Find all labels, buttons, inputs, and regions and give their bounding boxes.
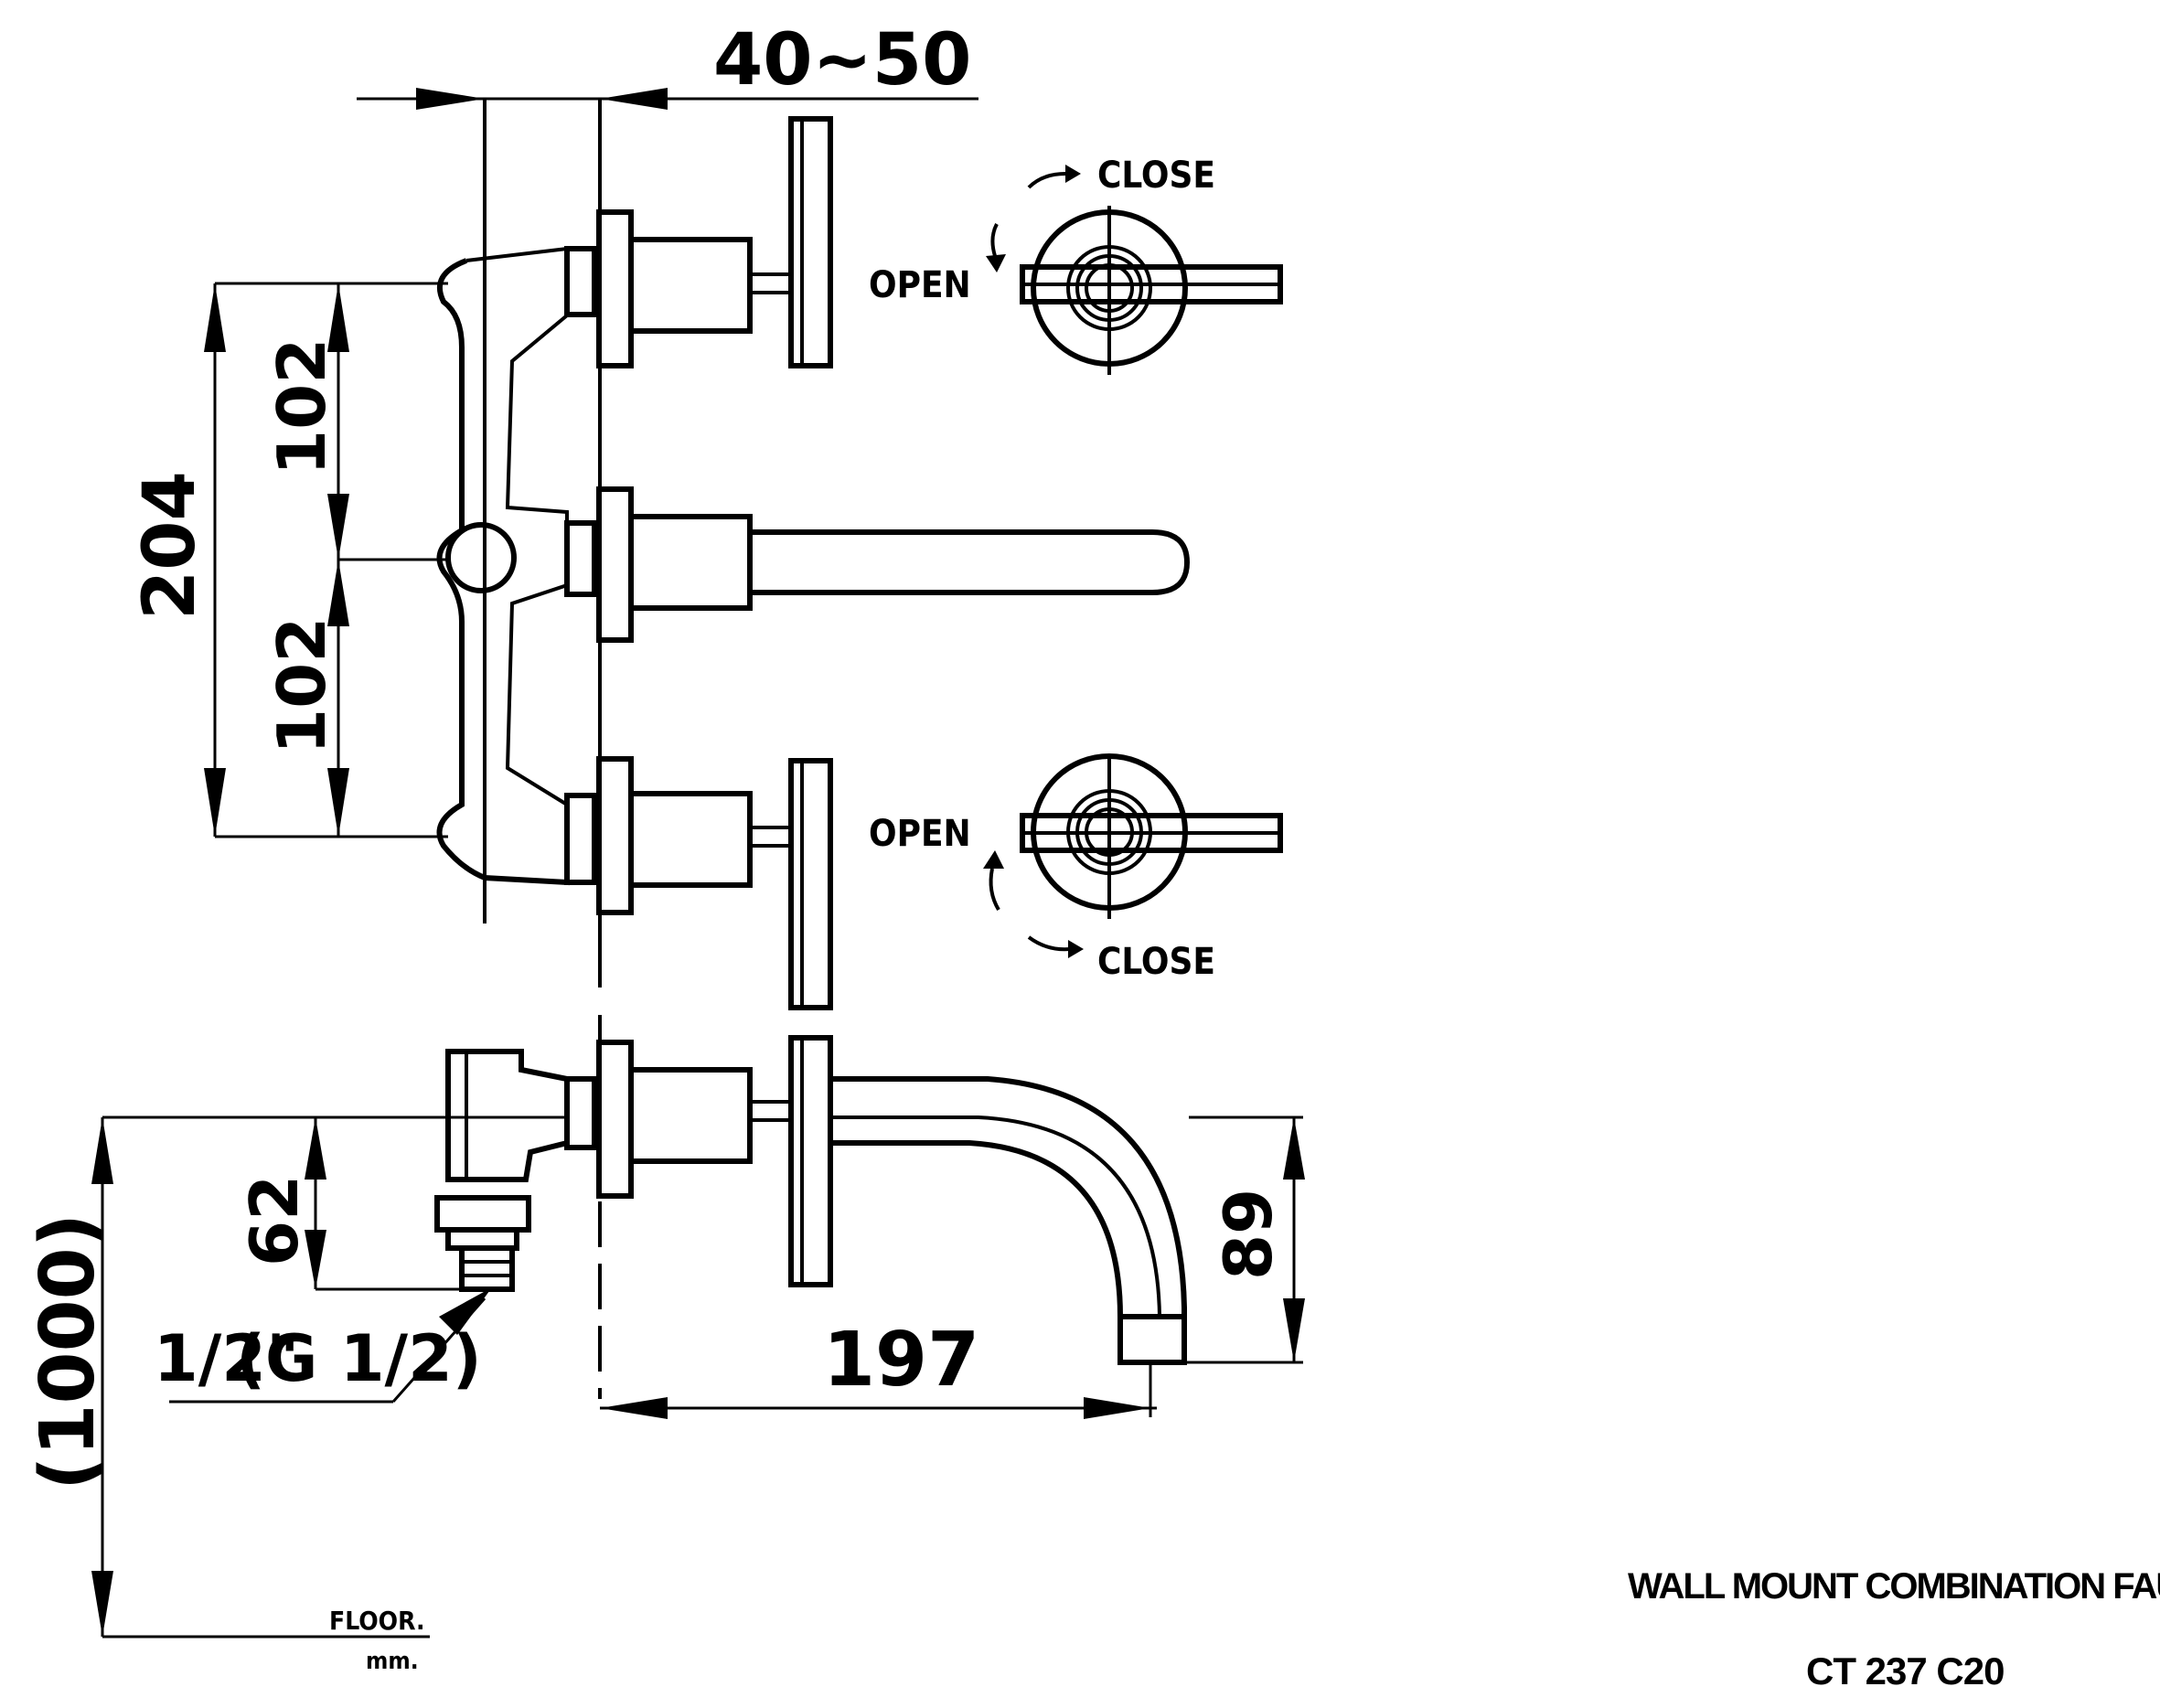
top-close-arrow bbox=[1027, 172, 1066, 189]
dim-62-arrow-bottom bbox=[305, 1230, 326, 1289]
unit-label: mm. bbox=[366, 1648, 419, 1675]
top-open-label: OPEN bbox=[869, 264, 971, 306]
thread-leader-arrow bbox=[439, 1287, 492, 1335]
top-close-label: CLOSE bbox=[1097, 155, 1215, 197]
dim-1000-arrow-top bbox=[91, 1117, 113, 1184]
dim-102-top-arrow-down bbox=[327, 494, 349, 560]
dim-102-top-text: 102 bbox=[263, 338, 340, 475]
dim-40-50-text: 40~50 bbox=[713, 19, 971, 101]
spout-aerator bbox=[1117, 1314, 1187, 1365]
dim-40-50-arrow-left bbox=[416, 88, 485, 110]
top-valve-flange bbox=[596, 209, 634, 368]
top-handle-face: CLOSE OPEN bbox=[869, 155, 1283, 375]
dim-204-arrow-top bbox=[204, 283, 226, 352]
dim-102-top-arrow-up bbox=[327, 283, 349, 352]
dim-89-arrow-bottom bbox=[1283, 1298, 1305, 1362]
dim-204-arrow-bottom bbox=[204, 768, 226, 837]
top-open-arrowhead bbox=[986, 254, 1006, 272]
bottom-valve-flange bbox=[596, 756, 634, 915]
bottom-handle-side bbox=[788, 758, 833, 1010]
dim-89-text: 89 bbox=[1210, 1189, 1287, 1280]
side-valve-flange bbox=[596, 1040, 634, 1199]
front-view bbox=[436, 99, 1191, 1399]
dim-197-arrow-left bbox=[600, 1397, 668, 1419]
dim-204-text: 204 bbox=[129, 471, 211, 620]
top-open-arrow bbox=[990, 223, 999, 257]
bottom-close-arrow bbox=[1027, 935, 1071, 952]
inlet-nut bbox=[434, 1195, 531, 1233]
bottom-open-label: OPEN bbox=[869, 813, 971, 855]
bottom-handle-face: OPEN CLOSE bbox=[869, 753, 1283, 983]
thread-half-text: 1/2" bbox=[154, 1321, 299, 1396]
spout-flange bbox=[596, 486, 634, 643]
spout-nut bbox=[564, 520, 597, 597]
thread-g-text: (G 1/2) bbox=[236, 1321, 482, 1396]
spout-body bbox=[628, 514, 753, 611]
top-valve-nut bbox=[564, 246, 597, 317]
bottom-open-arrow bbox=[989, 868, 1000, 912]
side-handle bbox=[788, 1035, 833, 1287]
side-view bbox=[434, 1035, 1187, 1365]
dimension-lines: 40~50 204 102 102 (1000) 62 bbox=[25, 19, 1305, 1639]
inlet-thread bbox=[459, 1245, 515, 1292]
top-close-arrowhead bbox=[1065, 165, 1081, 183]
bottom-open-arrowhead bbox=[983, 850, 1004, 869]
dim-62-text: 62 bbox=[236, 1175, 313, 1266]
dim-1000-text: (1000) bbox=[25, 1213, 112, 1490]
side-valve-body bbox=[628, 1067, 753, 1164]
dim-1000-arrow-bottom bbox=[91, 1571, 113, 1637]
curved-spout-outer bbox=[830, 1076, 1187, 1353]
dim-102-bottom-arrow-down bbox=[327, 768, 349, 837]
title-name: WALL MOUNT COMBINATION FAUCET 8" bbox=[1628, 1566, 2160, 1607]
center-ball bbox=[445, 522, 517, 593]
curved-spout-inner bbox=[830, 1140, 1123, 1353]
bottom-valve-nut bbox=[564, 793, 597, 885]
dim-62-arrow-top bbox=[305, 1117, 326, 1180]
dim-102-bottom-arrow-up bbox=[327, 560, 349, 626]
bottom-close-label: CLOSE bbox=[1097, 941, 1215, 983]
dim-40-50-arrow-right bbox=[600, 88, 668, 110]
body-outline-left bbox=[436, 258, 570, 886]
dim-89-arrow-top bbox=[1283, 1117, 1305, 1180]
top-handle-side bbox=[788, 116, 833, 368]
side-valve-nut bbox=[564, 1076, 597, 1150]
curved-spout-mid bbox=[830, 1116, 1161, 1318]
dim-197-text: 197 bbox=[823, 1317, 979, 1404]
title-model: CT 237 C20 bbox=[1806, 1649, 2004, 1692]
top-valve-body bbox=[628, 237, 753, 334]
dim-102-bottom-text: 102 bbox=[263, 617, 340, 754]
dim-197-arrow-right bbox=[1084, 1397, 1150, 1419]
bottom-close-arrowhead bbox=[1068, 940, 1084, 958]
bottom-valve-body bbox=[628, 791, 753, 888]
spout-pipe bbox=[750, 529, 1191, 595]
floor-label: FLOOR. bbox=[329, 1606, 425, 1636]
